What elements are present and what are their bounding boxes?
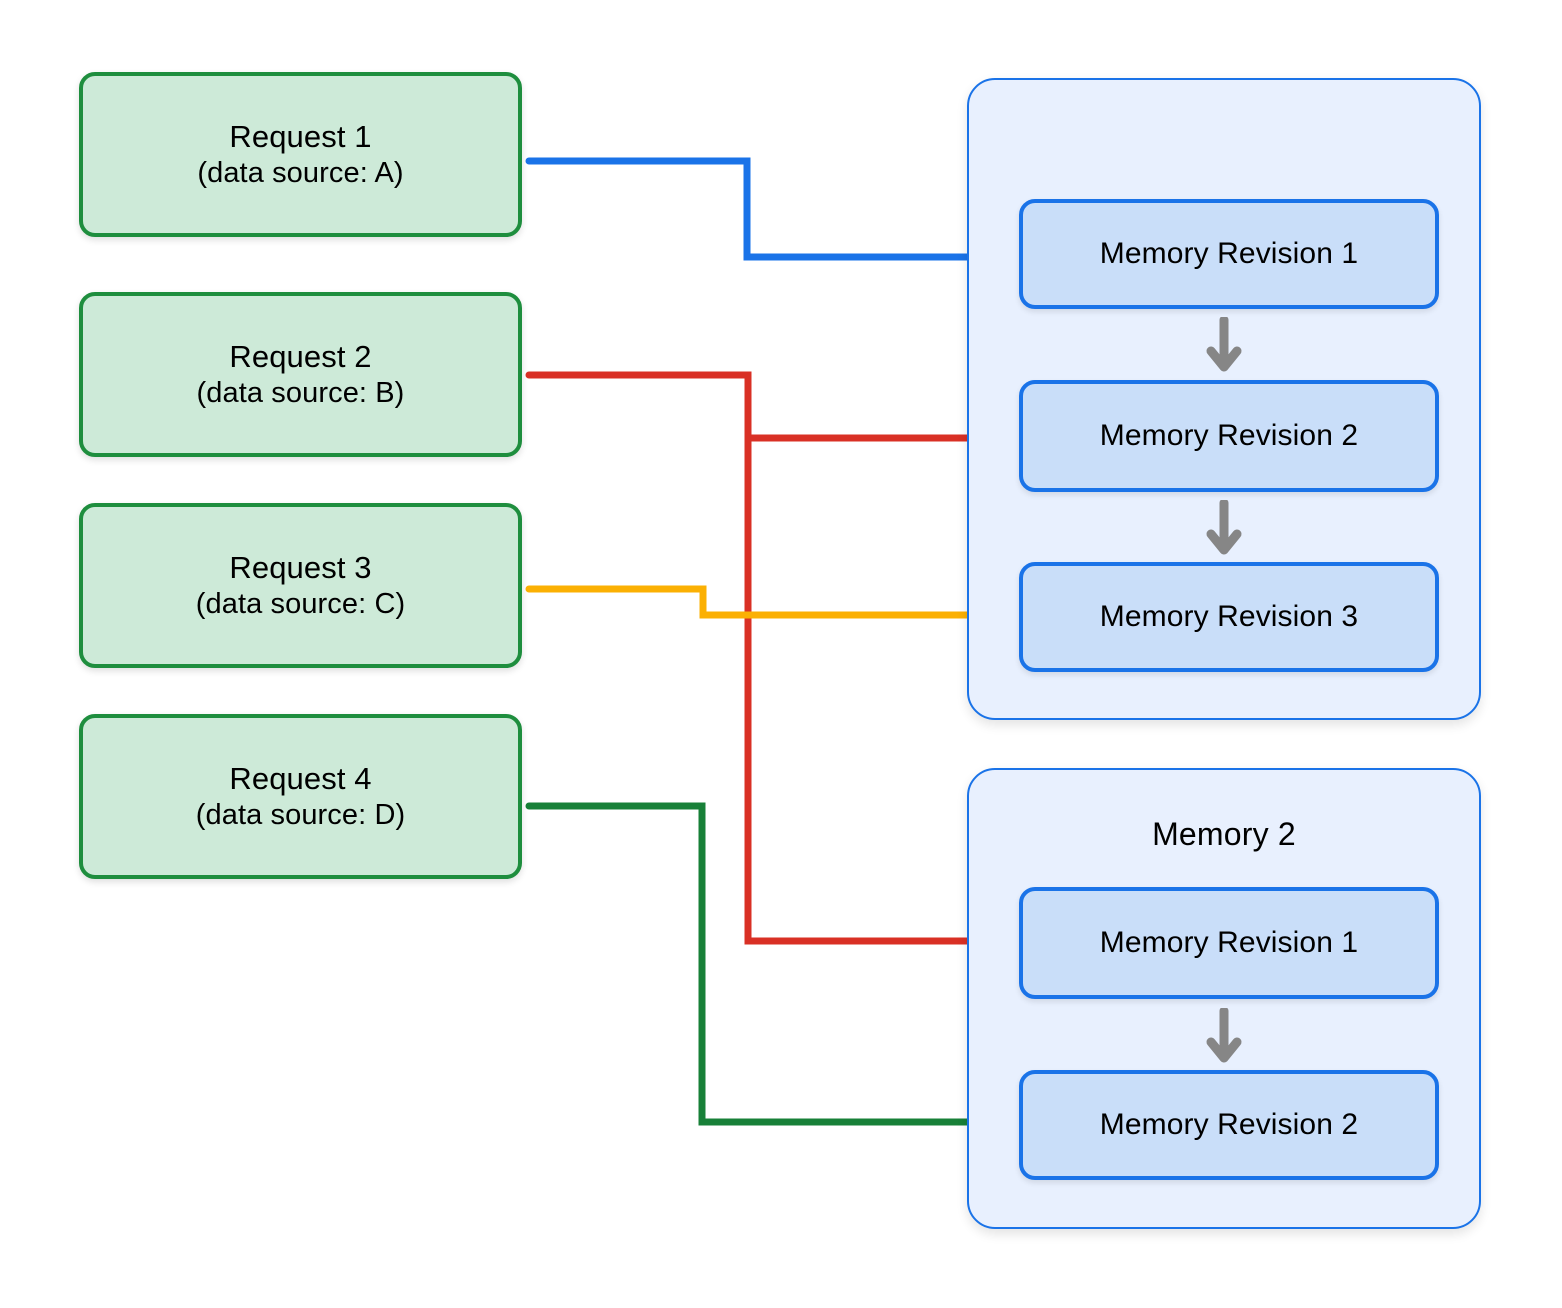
revision-label: Memory Revision 1	[1099, 237, 1359, 270]
request-title: Request 2	[229, 338, 372, 374]
revision-label: Memory Revision 2	[1099, 419, 1359, 452]
revision-label: Memory Revision 3	[1099, 600, 1359, 633]
connector-request-2-to-memory-2-revision-1	[525, 371, 996, 941]
request-title: Request 1	[229, 118, 372, 154]
request-title: Request 3	[229, 549, 372, 585]
request-box-3[interactable]: Request 3 (data source: C)	[79, 503, 522, 668]
revision-label: Memory Revision 2	[1099, 1108, 1359, 1141]
request-subtitle: (data source: A)	[197, 156, 404, 189]
connector-request-1-to-memory-1-revision-1	[525, 157, 996, 257]
down-arrow-icon	[1206, 1008, 1242, 1063]
request-box-2[interactable]: Request 2 (data source: B)	[79, 292, 522, 457]
connector-request-4-to-memory-2-revision-2	[525, 802, 996, 1122]
down-arrow-icon	[1206, 317, 1242, 372]
request-subtitle: (data source: B)	[196, 376, 405, 409]
flow-arrow-3	[969, 1008, 1479, 1066]
memory-1-revision-box-2[interactable]: Memory Revision 2	[1019, 380, 1439, 492]
request-box-1[interactable]: Request 1 (data source: A)	[79, 72, 522, 237]
memory-container-1[interactable]: Memory 1 Memory Revision 1 Memory Revisi…	[967, 78, 1481, 720]
request-subtitle: (data source: D)	[195, 798, 406, 831]
memory-2-revision-box-2[interactable]: Memory Revision 2	[1019, 1070, 1439, 1180]
flow-arrow-2	[969, 500, 1479, 558]
request-box-4[interactable]: Request 4 (data source: D)	[79, 714, 522, 879]
memory-title: Memory 2	[1152, 816, 1296, 852]
memory-1-revision-box-3[interactable]: Memory Revision 3	[1019, 562, 1439, 672]
request-subtitle: (data source: C)	[195, 587, 406, 620]
memory-2-revision-box-1[interactable]: Memory Revision 1	[1019, 887, 1439, 999]
flow-arrow-1	[969, 317, 1479, 375]
memory-1-revision-box-1[interactable]: Memory Revision 1	[1019, 199, 1439, 309]
revision-label: Memory Revision 1	[1099, 926, 1359, 959]
connector-request-3-to-memory-1-revision-3	[525, 585, 996, 615]
memory-container-2[interactable]: Memory 2 Memory Revision 1 Memory Revisi…	[967, 768, 1481, 1229]
request-title: Request 4	[229, 760, 372, 796]
down-arrow-icon	[1206, 500, 1242, 555]
